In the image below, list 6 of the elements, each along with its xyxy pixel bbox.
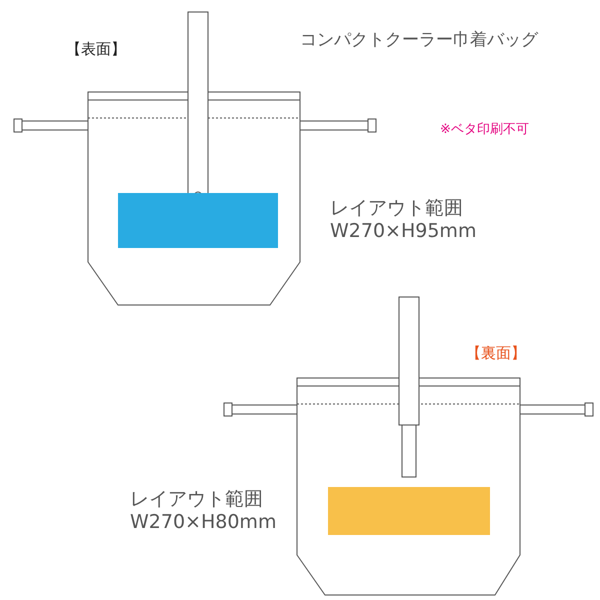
side-label: 【裏面】 xyxy=(466,344,526,362)
layout-area-label: レイアウト範囲 W270×H95mm xyxy=(330,197,478,243)
note: ※ベタ印刷不可 xyxy=(440,122,529,138)
side-label: 【表面】 xyxy=(66,40,126,58)
title: コンパクトクーラー巾着バッグ xyxy=(300,30,538,50)
layout-area-label: レイアウト範囲 W270×H80mm xyxy=(130,488,278,534)
